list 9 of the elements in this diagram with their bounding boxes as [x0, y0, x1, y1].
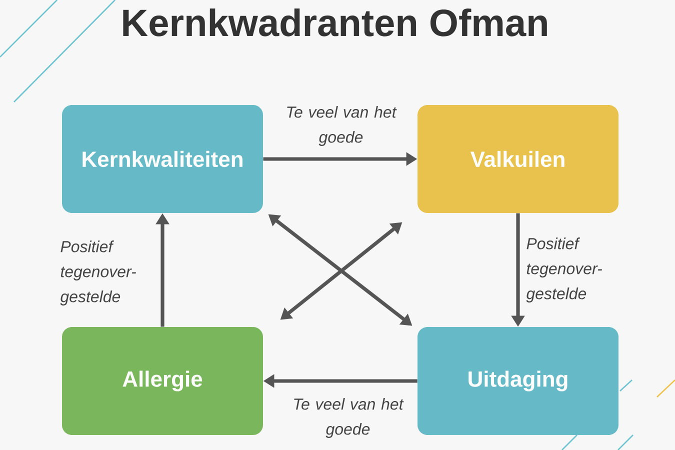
- quadrant-box: Allergie: [62, 327, 263, 435]
- quadrant-box: Valkuilen: [418, 105, 618, 213]
- edge-label: Te veel van het goede: [294, 398, 404, 438]
- quadrant-box: Kernkwaliteiten: [62, 105, 263, 213]
- edge-label: Te veel van het goede: [287, 106, 397, 146]
- edge-label: Positief tegenover-gestelde: [526, 238, 602, 302]
- title: Kernkwadranten Ofman: [123, 8, 547, 36]
- edge-label: Positief tegenover-gestelde: [60, 240, 136, 306]
- quadrant-box: Uitdaging: [418, 327, 618, 435]
